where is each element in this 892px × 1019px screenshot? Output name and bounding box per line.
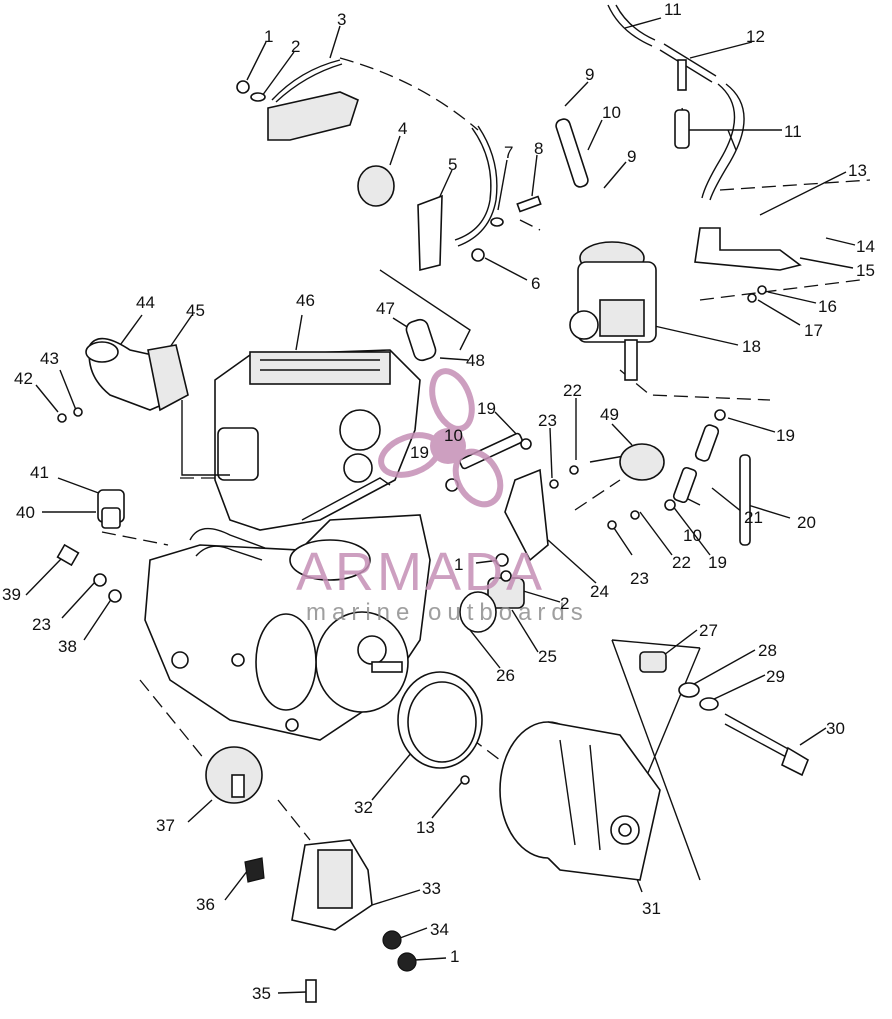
callout-34: 34 [430,920,449,939]
fuel-lines [555,4,745,201]
callout-8: 8 [534,139,543,158]
callout-labels: 1 2 3 4 5 6 7 8 9 9 10 11 11 12 13 14 15… [2,0,875,1003]
carburetor [569,241,657,381]
callout-29: 29 [766,667,785,686]
callout-17: 17 [804,321,823,340]
hose-47 [379,269,471,362]
callout-9: 9 [585,65,594,84]
callout-25: 25 [538,647,557,666]
callout-45: 45 [186,301,205,320]
callout-13: 13 [848,161,867,180]
callout-38: 38 [58,637,77,656]
callout-9: 9 [627,147,636,166]
callout-12: 12 [746,27,765,46]
callout-30: 30 [826,719,845,738]
callout-41: 41 [30,463,49,482]
callout-16: 16 [818,297,837,316]
callout-18: 18 [742,337,761,356]
callout-48: 48 [466,351,485,370]
callout-28: 28 [758,641,777,660]
callout-5: 5 [448,155,457,174]
callout-49: 49 [600,405,619,424]
callout-33: 33 [422,879,441,898]
callout-14: 14 [856,237,875,256]
callout-23: 23 [32,615,51,634]
callout-19: 19 [776,426,795,445]
center-small-parts [301,432,532,521]
callout-24: 24 [590,582,609,601]
callout-27: 27 [699,621,718,640]
lower-mount [205,746,417,1003]
left-fasteners [56,543,122,603]
watermark-tagline: marine outboards [306,599,589,626]
callout-13: 13 [416,818,435,837]
callout-36: 36 [196,895,215,914]
callout-46: 46 [296,291,315,310]
callout-11: 11 [664,0,682,19]
clutch-bolt-stack [639,651,809,777]
callout-39: 39 [2,585,21,604]
cover-plate-32 [397,671,483,785]
mount-4-5 [357,165,542,272]
right-bracket [694,179,871,303]
callout-7: 7 [504,143,513,162]
callout-4: 4 [398,119,407,138]
callout-2: 2 [560,594,569,613]
callout-11: 11 [784,122,802,141]
upper-left-bracket [236,59,498,247]
watermark-brand: ARMADA [296,542,545,602]
filter-hoses [664,409,751,546]
armada-logo-watermark: ARMADA marine outboards [296,368,589,626]
engine-block [144,349,431,741]
callout-10: 10 [602,103,621,122]
callout-44: 44 [136,293,155,312]
propeller-logo-icon [378,368,504,508]
callout-47: 47 [376,299,395,318]
callout-6: 6 [531,274,540,293]
callout-19: 19 [477,399,496,418]
callout-19: 19 [410,443,429,462]
callout-22: 22 [563,381,582,400]
callout-23: 23 [538,411,557,430]
callout-1: 1 [264,27,273,46]
callout-35: 35 [252,984,271,1003]
callout-32: 32 [354,798,373,817]
callout-15: 15 [856,261,875,280]
intake-manifold [57,337,230,529]
callout-26: 26 [496,666,515,685]
leader-lines [25,17,856,994]
callout-1: 1 [454,555,463,574]
callout-10: 10 [683,526,702,545]
coupler-25-26 [459,553,525,633]
drive-clutch [499,721,661,881]
callout-19: 19 [708,553,727,572]
callout-22: 22 [672,553,691,572]
callout-1: 1 [450,947,459,966]
callout-10: 10 [444,426,463,445]
callout-2: 2 [291,37,300,56]
callout-31: 31 [642,899,661,918]
mount-49 [504,443,665,562]
callout-42: 42 [14,369,33,388]
callout-20: 20 [797,513,816,532]
callout-3: 3 [337,10,346,29]
callout-37: 37 [156,816,175,835]
callout-43: 43 [40,349,59,368]
callout-40: 40 [16,503,35,522]
callout-21: 21 [744,508,763,527]
callout-23: 23 [630,569,649,588]
